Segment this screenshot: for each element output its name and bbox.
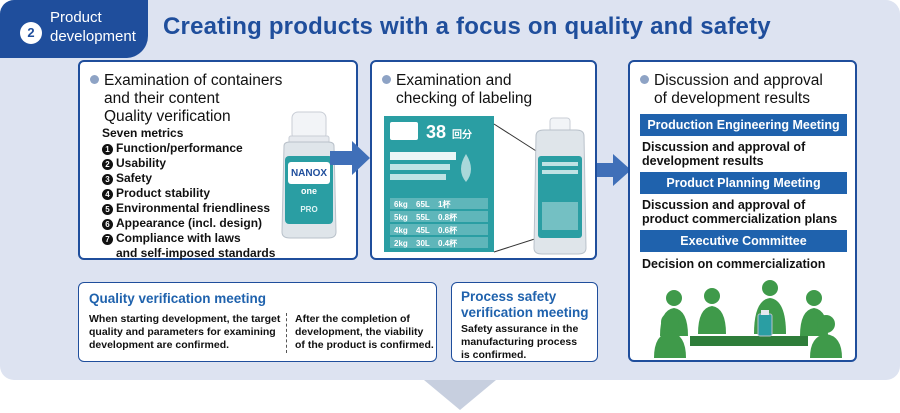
metric-number-badge: 3 bbox=[102, 174, 113, 185]
meeting-product-planning: Product Planning Meeting bbox=[640, 172, 847, 194]
label-table-cell: 45L bbox=[416, 226, 430, 235]
meeting-desc: Discussion and approval of development r… bbox=[642, 140, 806, 168]
label-table-cell: 65L bbox=[416, 200, 430, 209]
label-table-row bbox=[390, 237, 488, 248]
label-table-cell: 6kg bbox=[394, 200, 408, 209]
arrow-down-icon bbox=[424, 380, 496, 410]
label-table-cell: 1杯 bbox=[438, 199, 451, 209]
box3-title: Discussion and approval of development r… bbox=[640, 72, 823, 108]
label-table-row bbox=[390, 224, 488, 235]
svg-text:回分: 回分 bbox=[452, 128, 472, 141]
svg-text:38: 38 bbox=[426, 122, 446, 142]
label-table-cell: 55L bbox=[416, 213, 430, 222]
bullet-icon bbox=[90, 75, 99, 84]
metric-number-badge: 6 bbox=[102, 219, 113, 230]
bullet-icon bbox=[640, 75, 649, 84]
meeting-desc: Discussion and approval of product comme… bbox=[642, 198, 838, 226]
quality-verification-meeting-box: Quality verification meeting When starti… bbox=[78, 282, 437, 362]
quality-meeting-right-text: After the completion of development, the… bbox=[295, 313, 434, 351]
metric-label: Usability bbox=[116, 156, 167, 170]
metric-number-badge: 1 bbox=[102, 144, 113, 155]
label-table-row bbox=[390, 211, 488, 222]
metrics-heading: Seven metrics bbox=[102, 126, 184, 140]
divider bbox=[286, 313, 287, 353]
box-container-examination: Examination of containers and their cont… bbox=[78, 60, 358, 260]
meeting-desc: Decision on commercialization bbox=[642, 257, 826, 271]
metric-label: Product stability bbox=[116, 186, 211, 200]
step-tab: 2 Product development bbox=[0, 0, 148, 58]
metric-number-badge: 2 bbox=[102, 159, 113, 170]
detergent-bottle-image: NANOX one PRO bbox=[281, 111, 337, 239]
page-title: Creating products with a focus on qualit… bbox=[163, 13, 771, 40]
label-image: 38 回分 6kg 65L 1杯 5kg 55L 0.8杯 4kg 45L 0.6杯 2kg 30L… bbox=[384, 116, 587, 255]
label-table-cell: 5kg bbox=[394, 213, 408, 222]
meeting-production-engineering: Production Engineering Meeting bbox=[640, 114, 847, 136]
metric-label: Environmental friendliness bbox=[116, 201, 271, 215]
safety-meeting-title: Process safety verification meeting bbox=[461, 289, 589, 320]
label-table-cell: 0.8杯 bbox=[438, 212, 458, 222]
label-table-cell: 0.6杯 bbox=[438, 225, 458, 235]
metric-number-badge: 4 bbox=[102, 189, 113, 200]
label-table-cell: 2kg bbox=[394, 239, 408, 248]
label-table-cell: 0.4杯 bbox=[438, 238, 458, 248]
metric-number-badge: 7 bbox=[102, 234, 113, 245]
svg-text:PRO: PRO bbox=[300, 205, 317, 214]
svg-text:NANOX: NANOX bbox=[291, 168, 327, 179]
meeting-people-illustration bbox=[654, 280, 842, 358]
step-label: Product development bbox=[50, 9, 136, 45]
metric-number-badge: 5 bbox=[102, 204, 113, 215]
svg-text:one: one bbox=[301, 186, 317, 196]
step-number-badge: 2 bbox=[20, 22, 42, 44]
quality-meeting-left-text: When starting development, the target qu… bbox=[89, 313, 281, 351]
quality-meeting-title: Quality verification meeting bbox=[89, 291, 267, 306]
arrow-right-icon bbox=[330, 141, 370, 175]
box-discussion-approval: Discussion and approval of development r… bbox=[628, 60, 857, 362]
metric-label: Function/performance bbox=[116, 141, 243, 155]
box1-title: Examination of containers and their cont… bbox=[90, 72, 282, 126]
box2-title: Examination and checking of labeling bbox=[382, 72, 532, 108]
box-labeling: Examination and checking of labeling 38 … bbox=[370, 60, 597, 260]
process-safety-meeting-box: Process safety verification meeting Safe… bbox=[451, 282, 598, 362]
metric-label: Compliance with laws bbox=[116, 231, 241, 245]
bullet-icon bbox=[382, 75, 391, 84]
safety-meeting-desc: Safety assurance in the manufacturing pr… bbox=[461, 323, 579, 361]
arrow-right-icon bbox=[597, 154, 631, 186]
metric-label: Appearance (incl. design) bbox=[116, 216, 263, 230]
label-table-row bbox=[390, 198, 488, 209]
metric-label: Safety bbox=[116, 171, 153, 185]
label-table-cell: 30L bbox=[416, 239, 430, 248]
meeting-executive-committee: Executive Committee bbox=[640, 230, 847, 252]
label-table-cell: 4kg bbox=[394, 226, 408, 235]
